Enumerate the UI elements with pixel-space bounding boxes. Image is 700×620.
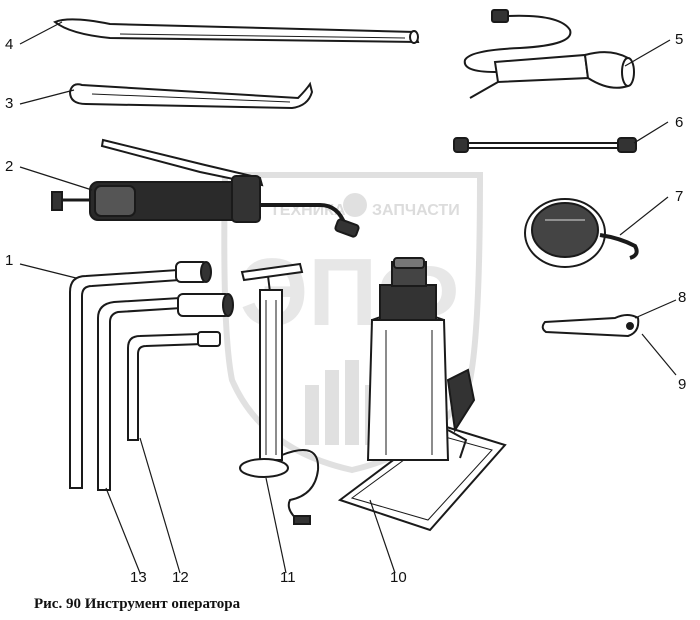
watermark-shield bbox=[221, 172, 484, 474]
leader-11 bbox=[265, 477, 287, 574]
label-3: 3 bbox=[5, 95, 13, 112]
tool-2-grease-gun bbox=[51, 138, 360, 238]
label-13: 13 bbox=[130, 569, 147, 586]
label-7: 7 bbox=[675, 188, 683, 205]
leader-8 bbox=[634, 299, 677, 319]
label-6: 6 bbox=[675, 114, 683, 131]
label-2: 2 bbox=[5, 158, 13, 175]
tool-12-socket-key bbox=[127, 331, 221, 441]
leader-9 bbox=[641, 333, 677, 376]
leader-lines bbox=[19, 21, 677, 574]
tool-5-pump-hose bbox=[463, 9, 635, 99]
figure-caption: Рис. 90 Инструмент оператора bbox=[34, 596, 240, 613]
figure-caption-text: Инструмент оператора bbox=[84, 596, 241, 612]
callout-labels: 1 2 3 4 5 6 7 8 9 10 11 12 13 bbox=[5, 31, 686, 586]
label-4: 4 bbox=[5, 36, 13, 53]
label-12: 12 bbox=[172, 569, 189, 586]
tool-1-socket-key bbox=[69, 261, 212, 489]
label-8: 8 bbox=[678, 289, 686, 306]
leader-2 bbox=[19, 166, 93, 191]
leader-13 bbox=[105, 487, 141, 574]
label-10: 10 bbox=[390, 569, 407, 586]
label-11: 11 bbox=[280, 569, 296, 586]
watermark-gear-icon bbox=[343, 193, 367, 217]
tool-7-pressure-gauge bbox=[524, 198, 639, 268]
tool-10-bottle-jack bbox=[337, 257, 507, 532]
tool-3-tire-lever bbox=[68, 81, 314, 110]
leader-3 bbox=[19, 89, 75, 105]
leader-12 bbox=[139, 437, 181, 574]
leader-1 bbox=[19, 263, 77, 279]
leader-4 bbox=[19, 21, 63, 45]
leader-10 bbox=[369, 499, 396, 574]
tool-6-tube bbox=[453, 137, 637, 153]
figure-caption-number: Рис. 90 bbox=[34, 596, 81, 612]
tool-8-9-wrench bbox=[541, 314, 640, 338]
leader-6 bbox=[633, 121, 669, 144]
tool-11-tire-pump bbox=[239, 262, 320, 525]
label-1: 1 bbox=[5, 252, 13, 269]
leader-5 bbox=[624, 39, 671, 67]
watermark-line1-right: ЗАПЧАСТИ bbox=[372, 202, 460, 219]
label-5: 5 bbox=[675, 31, 683, 48]
leader-7 bbox=[619, 196, 669, 236]
tool-4-pry-bar bbox=[53, 18, 420, 44]
label-9: 9 bbox=[678, 376, 686, 393]
tool-13-socket-key bbox=[97, 293, 234, 491]
